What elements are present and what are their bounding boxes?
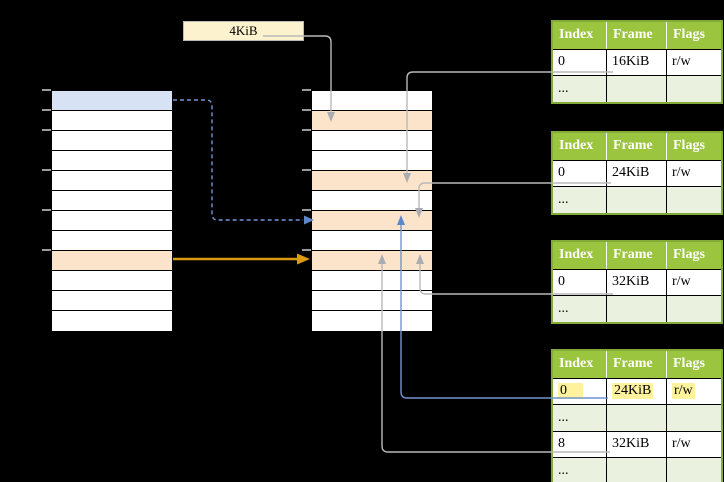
cell-flags xyxy=(667,295,721,322)
cell-frame: 24KiB xyxy=(607,159,667,186)
memory-row xyxy=(52,211,172,231)
arrow-virtual-page-dashed xyxy=(173,99,314,225)
cell-index: 0 xyxy=(553,159,607,186)
column-header-flags: Flags xyxy=(667,22,721,49)
tick-mark xyxy=(302,89,311,91)
column-header-index: Index xyxy=(553,22,607,49)
memory-row xyxy=(312,211,432,231)
memory-row xyxy=(52,251,172,271)
tick-mark xyxy=(42,169,51,171)
page-table-level2: Index Frame Flags 0 24KiB r/w ... 8 32Ki… xyxy=(551,349,723,482)
cell-index: ... xyxy=(553,186,607,213)
column-header-frame: Frame xyxy=(607,351,667,378)
cell-flags xyxy=(667,186,721,213)
arrow-virtual-page-orange xyxy=(173,253,310,265)
memory-row xyxy=(52,111,172,131)
column-header-index: Index xyxy=(553,351,607,378)
cell-flags: r/w xyxy=(667,268,721,295)
cell-index: 0 xyxy=(553,48,607,75)
cell-index: ... xyxy=(553,75,607,102)
memory-row xyxy=(312,291,432,311)
column-header-frame: Frame xyxy=(607,242,667,269)
cell-flags: r/w xyxy=(667,48,721,75)
memory-row xyxy=(52,291,172,311)
memory-row xyxy=(312,231,432,251)
tick-mark xyxy=(302,129,311,131)
cell-flags: r/w xyxy=(667,430,721,457)
memory-row xyxy=(312,311,432,331)
cell-frame: 16KiB xyxy=(607,48,667,75)
column-header-flags: Flags xyxy=(667,133,721,160)
column-header-index: Index xyxy=(553,133,607,160)
memory-row xyxy=(52,271,172,291)
highlighted-value: r/w xyxy=(672,383,695,400)
cell-flags: r/w xyxy=(667,159,721,186)
memory-row xyxy=(312,111,432,131)
cell-index: ... xyxy=(553,404,607,431)
cell-frame: 32KiB xyxy=(607,268,667,295)
cell-index: ... xyxy=(553,295,607,322)
tick-mark xyxy=(42,89,51,91)
memory-row xyxy=(312,151,432,171)
memory-row xyxy=(312,131,432,151)
memory-row xyxy=(52,131,172,151)
cell-frame xyxy=(607,404,667,431)
page-table-16kib: Index Frame Flags 0 16KiB r/w ... xyxy=(551,20,723,104)
page-size-label: 4KiB xyxy=(183,21,304,41)
memory-row xyxy=(52,151,172,171)
memory-row xyxy=(52,171,172,191)
cell-index: ... xyxy=(553,457,607,482)
tick-mark xyxy=(42,129,51,131)
cell-index: 0 xyxy=(553,268,607,295)
cell-frame: 32KiB xyxy=(607,430,667,457)
cell-index: 0 xyxy=(553,377,607,404)
tick-mark xyxy=(302,169,311,171)
column-header-frame: Frame xyxy=(607,133,667,160)
memory-row xyxy=(52,311,172,331)
column-header-frame: Frame xyxy=(607,22,667,49)
tick-mark xyxy=(302,109,311,111)
cell-frame xyxy=(607,186,667,213)
memory-row xyxy=(52,191,172,211)
highlighted-value: 24KiB xyxy=(612,383,654,400)
memory-row xyxy=(312,251,432,271)
cell-flags: r/w xyxy=(667,377,721,404)
physical-memory-column xyxy=(311,90,433,332)
virtual-memory-column xyxy=(51,90,173,332)
tick-mark xyxy=(302,209,311,211)
page-table-24kib: Index Frame Flags 0 24KiB r/w ... xyxy=(551,131,723,215)
tick-mark xyxy=(42,109,51,111)
cell-index: 8 xyxy=(553,430,607,457)
cell-flags xyxy=(667,457,721,482)
cell-frame xyxy=(607,457,667,482)
cell-frame xyxy=(607,75,667,102)
column-header-index: Index xyxy=(553,242,607,269)
memory-row xyxy=(52,231,172,251)
cell-frame: 24KiB xyxy=(607,377,667,404)
memory-row xyxy=(312,171,432,191)
column-header-flags: Flags xyxy=(667,351,721,378)
highlighted-value: 0 xyxy=(558,383,583,400)
memory-row xyxy=(52,91,172,111)
tick-mark xyxy=(302,249,311,251)
memory-row xyxy=(312,191,432,211)
page-table-32kib: Index Frame Flags 0 32KiB r/w ... xyxy=(551,240,723,324)
cell-flags xyxy=(667,75,721,102)
memory-row xyxy=(312,91,432,111)
column-header-flags: Flags xyxy=(667,242,721,269)
tick-mark xyxy=(42,249,51,251)
tick-mark xyxy=(42,209,51,211)
cell-flags xyxy=(667,404,721,431)
cell-frame xyxy=(607,295,667,322)
memory-row xyxy=(312,271,432,291)
